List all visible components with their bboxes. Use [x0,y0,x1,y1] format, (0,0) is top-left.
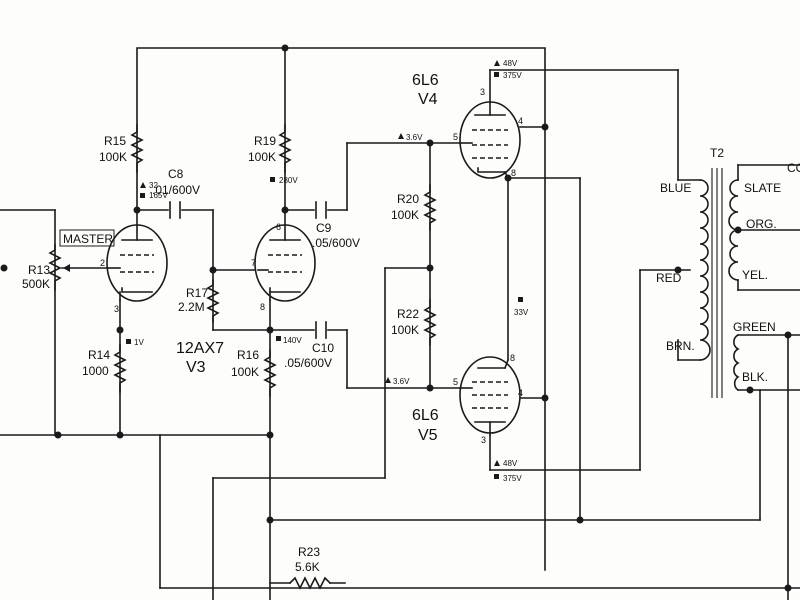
r22-value: 100K [391,323,419,337]
r20-ref: R20 [397,192,419,206]
pin-v3a-cathode: 3 [114,304,119,314]
capacitors [169,201,327,339]
lead-green: GREEN [733,320,776,334]
r13-value: 500K [22,277,50,291]
resistors [48,124,437,590]
tube-v3a [106,224,168,302]
v5-ref: V5 [418,427,438,444]
r20-symbol [423,184,437,231]
c8-value: .01/600V [152,183,200,197]
pin-v4-plate: 3 [480,87,485,97]
v4-grid-v: 3.6V [406,133,423,142]
v5-screen-tri-v: 48V [503,459,518,468]
pin-v5-grid: 5 [453,377,458,387]
v3-ref: V3 [186,359,206,376]
v4-type: 6L6 [412,72,439,89]
tube-v3b [254,209,316,302]
v3a-plate-sq-v: 165V [149,191,168,200]
r23-symbol [288,576,332,590]
r16-value: 100K [231,365,259,379]
r17-symbol [206,279,220,323]
voltage-markers [126,60,523,479]
pin-v4-grid: 5 [453,132,458,142]
r14-symbol [113,344,127,393]
r22-symbol [423,299,437,346]
c10-symbol [315,321,327,339]
lead-brn: BRN. [666,339,695,353]
pin-v3b-grid: 7 [251,258,256,268]
c10-ref: C10 [312,341,334,355]
r13-name: MASTER [63,232,113,246]
c9-ref: C9 [316,221,332,235]
pin-v3a-grid: 2 [100,258,105,268]
tube-v5 [459,356,521,436]
junction-dots [0,44,792,592]
v3b-plate-v: 280V [279,176,298,185]
lead-org: ORG. [746,217,777,231]
pin-v5-screen: 4 [518,388,523,398]
lead-yel: YEL. [742,268,768,282]
v4-ref: V4 [418,91,438,108]
transformer-core [711,168,723,398]
r14-ref: R14 [88,348,110,362]
v3-cathode-b-v: 140V [283,336,302,345]
r19-ref: R19 [254,134,276,148]
transformer-heater-coil [733,333,740,392]
r23-value: 5.6K [295,560,320,574]
c10-value: .05/600V [284,356,332,370]
c9-symbol [315,201,327,219]
r15-value: 100K [99,150,127,164]
transformer-primary-coil [699,179,711,361]
r14-value: 1000 [82,364,109,378]
v5-type: 6L6 [412,407,439,424]
r23-ref: R23 [298,545,320,559]
pin-v4-cathode: 8 [511,168,516,178]
lead-blue: BLUE [660,181,691,195]
c9-value: .05/600V [312,236,360,250]
labels: MASTER R13 500K R15 100K C8 .01/600V 32 … [22,59,800,574]
r15-ref: R15 [104,134,126,148]
bias-node-v: 33V [514,308,529,317]
r16-ref: R16 [237,348,259,362]
v5-grid-v: 3.6V [393,377,410,386]
c8-symbol [169,201,181,219]
pin-v3b-cathode: 8 [260,302,265,312]
v5-screen-sq-v: 375V [503,474,522,483]
lead-red: RED [656,271,682,285]
r22-ref: R22 [397,307,419,321]
v3a-plate-tri-v: 32 [149,181,158,190]
lead-slate: SLATE [744,181,781,195]
v3-type: 12AX7 [176,340,224,357]
pin-v5-cathode: 3 [481,435,486,445]
c8-ref: C8 [168,167,184,181]
r17-value: 2.2M [178,300,205,314]
r17-ref: R17 [186,286,208,300]
r15-symbol [130,124,144,173]
r19-symbol [278,124,292,173]
r20-value: 100K [391,208,419,222]
v4-screen-sq-v: 375V [503,71,522,80]
t2-ref: T2 [710,146,724,160]
r13-ref: R13 [28,263,50,277]
lead-blk: BLK. [742,370,768,384]
r13-symbol [48,244,62,291]
v4-screen-tri-v: 48V [503,59,518,68]
pin-v5-plate: 8 [510,353,515,363]
pin-v3b-plate: 6 [276,222,281,232]
r19-value: 100K [248,150,276,164]
t2-clipped-label: CO [787,161,800,175]
v3-cathode-a-v: 1V [134,338,144,347]
r16-symbol [263,349,277,397]
pin-v4-screen: 4 [518,116,523,126]
tube-v4 [459,101,521,180]
